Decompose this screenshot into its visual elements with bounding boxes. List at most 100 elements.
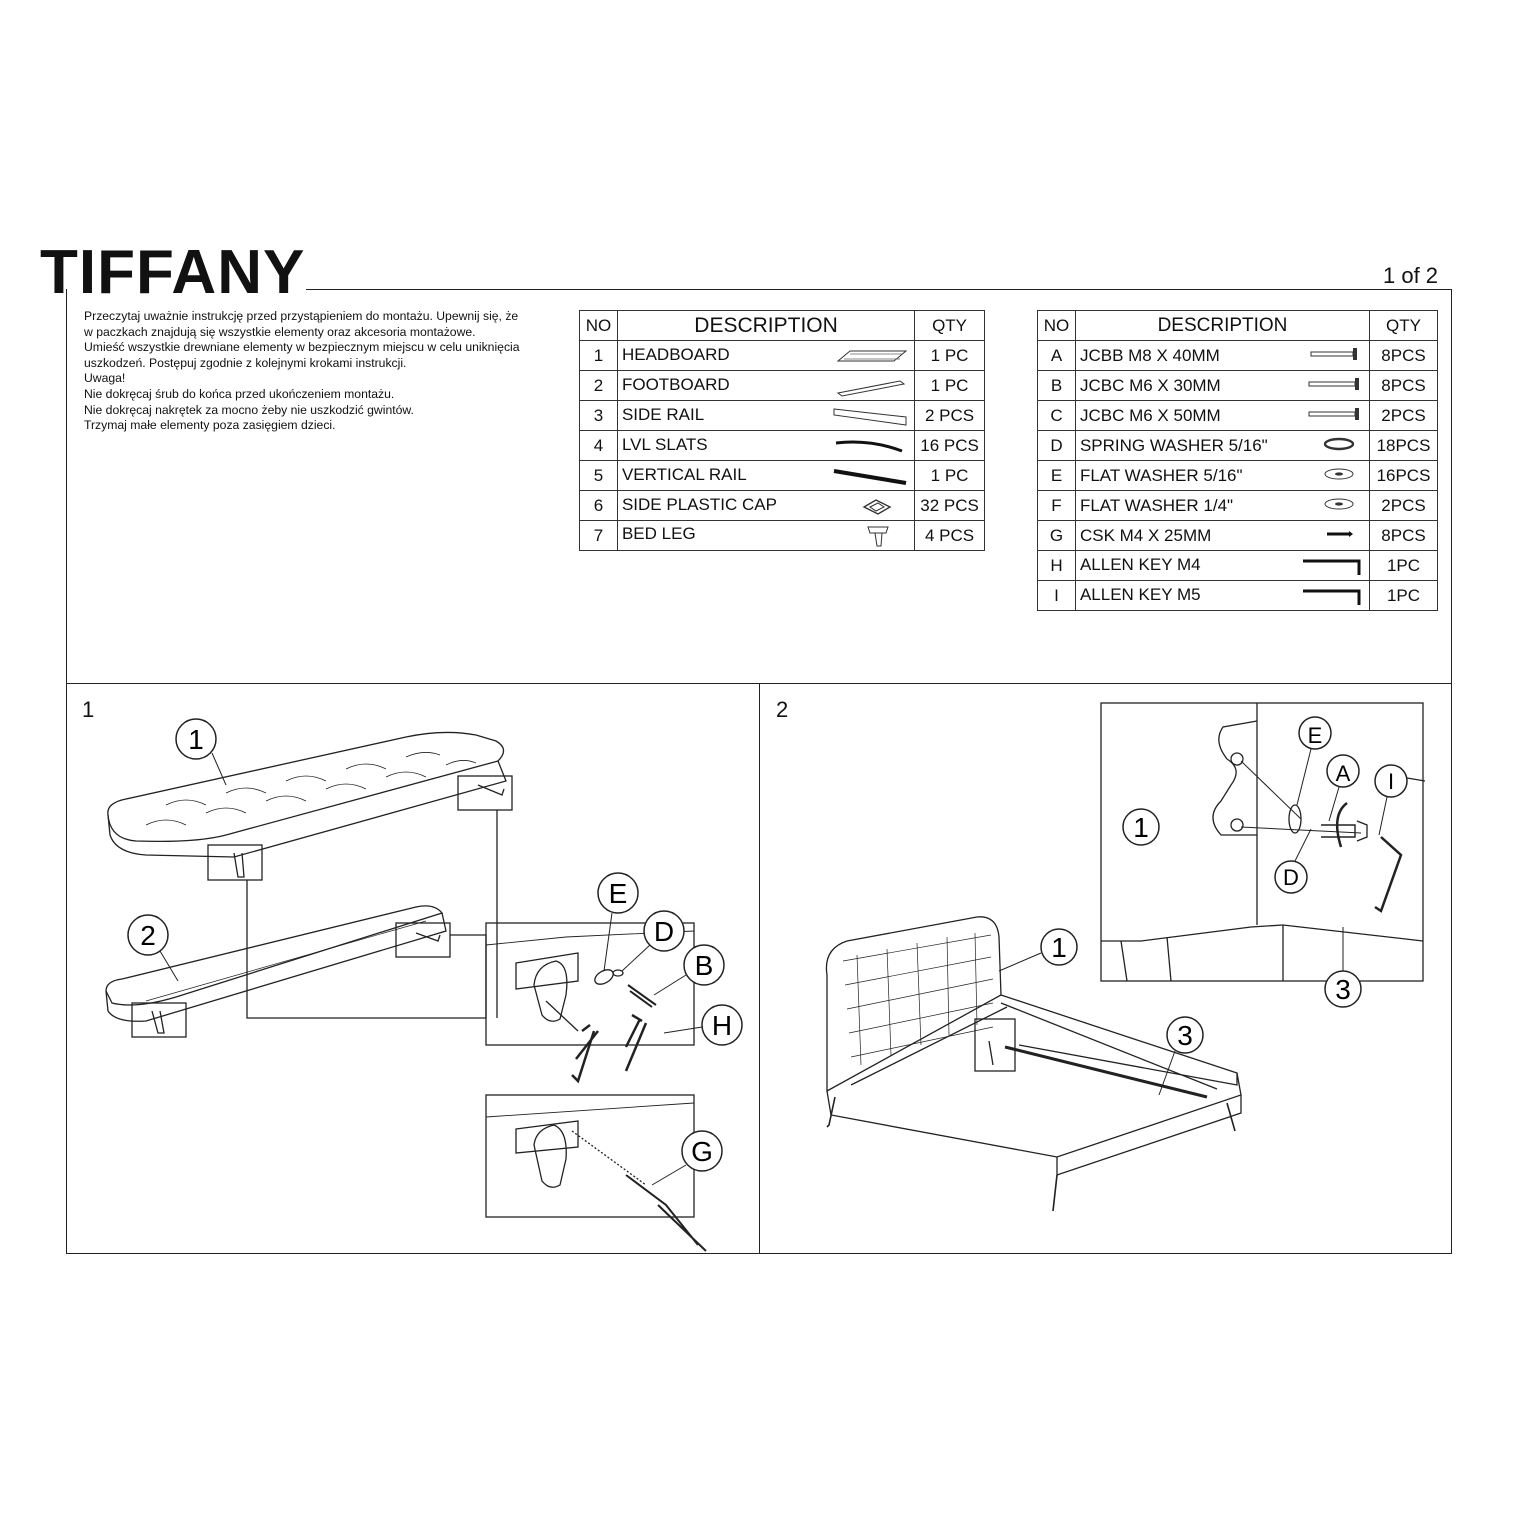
row-qty: 4 PCS [914,520,985,551]
row-desc-text: HEADBOARD [621,344,730,364]
svg-text:1: 1 [1051,932,1067,963]
row-description: BED LEG [616,520,916,551]
headboard-icon [836,350,908,361]
title-rule [306,289,1452,290]
row-description: SPRING WASHER 5/16" [1074,430,1371,461]
header-no: NO [579,310,618,341]
row-description: CSK M4 X 25MM [1074,520,1371,551]
callout-1: 1 [175,718,227,786]
svg-text:D: D [1283,865,1299,890]
row-description: ALLEN KEY M5 [1074,580,1371,611]
step-1-illustration: 1 2 E D B H G [105,718,743,1252]
row-no: 7 [579,520,618,551]
svg-text:H: H [712,1010,732,1041]
row-desc-text: SIDE RAIL [621,404,705,424]
svg-text:G: G [691,1136,713,1167]
row-desc-text: FOOTBOARD [621,374,730,394]
step-2-illustration: E A I D 1 3 1 3 [825,702,1426,1212]
callout-A: A [1326,754,1360,822]
row-description: HEADBOARD [616,340,916,371]
callout-detail-1: 1 [1122,808,1160,846]
callout-2: 2 [127,914,179,982]
svg-text:B: B [695,950,714,981]
row-qty: 1PC [1369,550,1438,581]
table-row: F FLAT WASHER 1/4" 2PCS [1037,490,1438,521]
slat-icon [835,440,903,452]
callout-detail-3: 3 [1324,927,1362,1008]
table-row: G CSK M4 X 25MM 8PCS [1037,520,1438,551]
brand-title: TIFFANY [40,238,306,307]
row-desc-text: FLAT WASHER 1/4" [1079,495,1234,515]
step-2-number: 2 [776,697,789,722]
row-no: 1 [579,340,618,371]
row-description: ALLEN KEY M4 [1074,550,1371,581]
row-qty: 2PCS [1369,400,1438,431]
table-row: C JCBC M6 X 50MM 2PCS [1037,400,1438,431]
bed-drawing [825,916,1242,1212]
bed-leg-icon [867,526,889,546]
row-description: FLAT WASHER 1/4" [1074,490,1371,521]
table-row: D SPRING WASHER 5/16" 18PCS [1037,430,1438,461]
footboard-drawing [105,905,447,1022]
instruction-line: Umieść wszystkie drewniane elementy w be… [84,340,520,370]
screw-icon [1327,530,1354,537]
callout-H: H [663,1004,743,1046]
callout-D: D [621,910,685,972]
row-qty: 18PCS [1369,430,1438,461]
row-desc-text: JCBB M8 X 40MM [1079,345,1220,365]
row-description: JCBC M6 X 30MM [1074,370,1371,401]
bolt-icon [1308,377,1360,390]
callout-D: D [1274,828,1312,894]
row-no: I [1037,580,1076,611]
row-desc-text: SIDE PLASTIC CAP [621,494,777,514]
parts-table: NO DESCRIPTION QTY 1 HEADBOARD 1 PC 2 FO… [579,310,985,551]
row-no: D [1037,430,1076,461]
table-row: 5 VERTICAL RAIL 1 PC [579,460,985,491]
allen-key-icon [1303,589,1361,605]
step-1-number: 1 [82,697,95,722]
row-desc-text: LVL SLATS [621,434,708,454]
hardware-table: NO DESCRIPTION QTY A JCBB M8 X 40MM 8PCS… [1037,310,1438,611]
flat-washer-icon [1324,498,1354,509]
row-no: E [1037,460,1076,491]
step-divider [759,683,760,1254]
table-row: E FLAT WASHER 5/16" 16PCS [1037,460,1438,491]
table-row: 7 BED LEG 4 PCS [579,520,985,551]
row-no: C [1037,400,1076,431]
row-desc-text: BED LEG [621,523,696,543]
svg-text:D: D [654,916,674,947]
row-description: FOOTBOARD [616,370,916,401]
callout-E: E [597,872,639,972]
row-no: 4 [579,430,618,461]
header-description: DESCRIPTION [616,310,916,341]
row-qty: 8PCS [1369,370,1438,401]
row-desc-text: ALLEN KEY M4 [1079,554,1201,574]
row-no: 5 [579,460,618,491]
row-description: VERTICAL RAIL [616,460,916,491]
table-header-row: NO DESCRIPTION QTY [1037,310,1438,341]
row-qty: 1 PC [914,370,985,401]
svg-text:3: 3 [1177,1020,1193,1051]
table-row: 1 HEADBOARD 1 PC [579,340,985,371]
svg-text:1: 1 [1133,812,1149,843]
row-no: B [1037,370,1076,401]
instruction-line: Trzymaj małe elementy poza zasięgiem dzi… [84,418,336,433]
row-no: G [1037,520,1076,551]
table-header-row: NO DESCRIPTION QTY [579,310,985,341]
header-no: NO [1037,310,1076,341]
row-qty: 8PCS [1369,520,1438,551]
row-description: SIDE PLASTIC CAP [616,490,916,521]
callout-E: E [1296,716,1332,806]
row-qty: 32 PCS [914,490,985,521]
side-rail-icon [833,407,907,426]
row-desc-text: FLAT WASHER 5/16" [1079,465,1243,485]
callout-B: B [653,944,725,996]
headboard-drawing [107,731,507,858]
svg-text:1: 1 [188,724,204,755]
page-number: 1 of 2 [1383,263,1439,288]
row-desc-text: VERTICAL RAIL [621,464,747,484]
instruction-line: Uwaga! [84,371,126,386]
table-row: I ALLEN KEY M5 1PC [1037,580,1438,611]
svg-text:2: 2 [140,920,156,951]
table-row: 6 SIDE PLASTIC CAP 32 PCS [579,490,985,521]
